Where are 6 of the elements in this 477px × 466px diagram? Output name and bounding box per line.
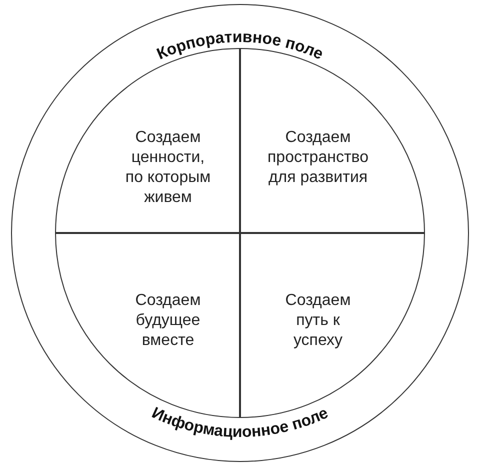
ring-label: Корпоративное поле	[154, 28, 326, 64]
quadrant-text: Создаем будущее вместе	[134, 291, 202, 351]
quadrant-text: Создаем путь к успеху	[284, 291, 352, 351]
outer-ring	[11, 4, 469, 462]
quadrant-text: Создаем ценности, по которым живем	[124, 128, 212, 208]
quadrant-text: Создаем пространство для развития	[267, 128, 369, 188]
